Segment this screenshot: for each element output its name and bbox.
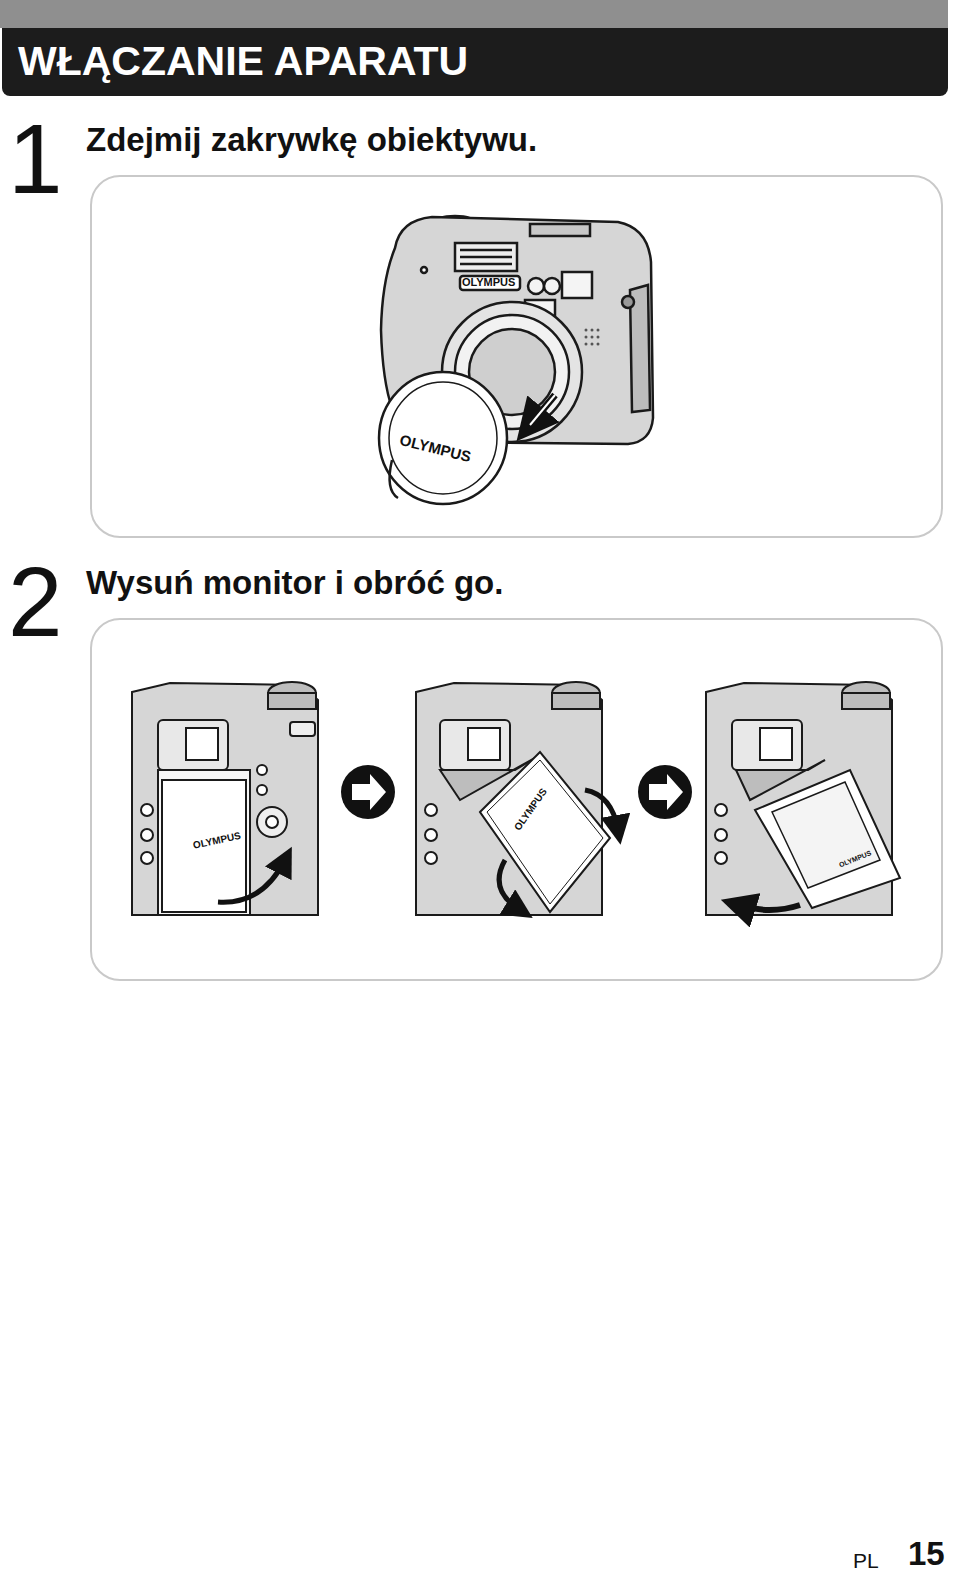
- step-panel: Wysuń monitor i obróć go.: [90, 618, 943, 981]
- page-number: 15: [908, 1536, 945, 1572]
- language-code: PL: [853, 1549, 879, 1572]
- step-number: 2: [8, 549, 63, 657]
- step-panel: Zdejmij zakrywkę obiektywu.: [90, 175, 943, 538]
- page-title: WŁĄCZANIE APARATU: [18, 37, 468, 86]
- step-heading: Wysuń monitor i obróć go.: [86, 563, 503, 603]
- brand-logo: OLYMPUS: [462, 276, 515, 288]
- step-heading: Zdejmij zakrywkę obiektywu.: [86, 120, 537, 160]
- header-strip: [0, 0, 948, 28]
- step-number: 1: [8, 106, 63, 214]
